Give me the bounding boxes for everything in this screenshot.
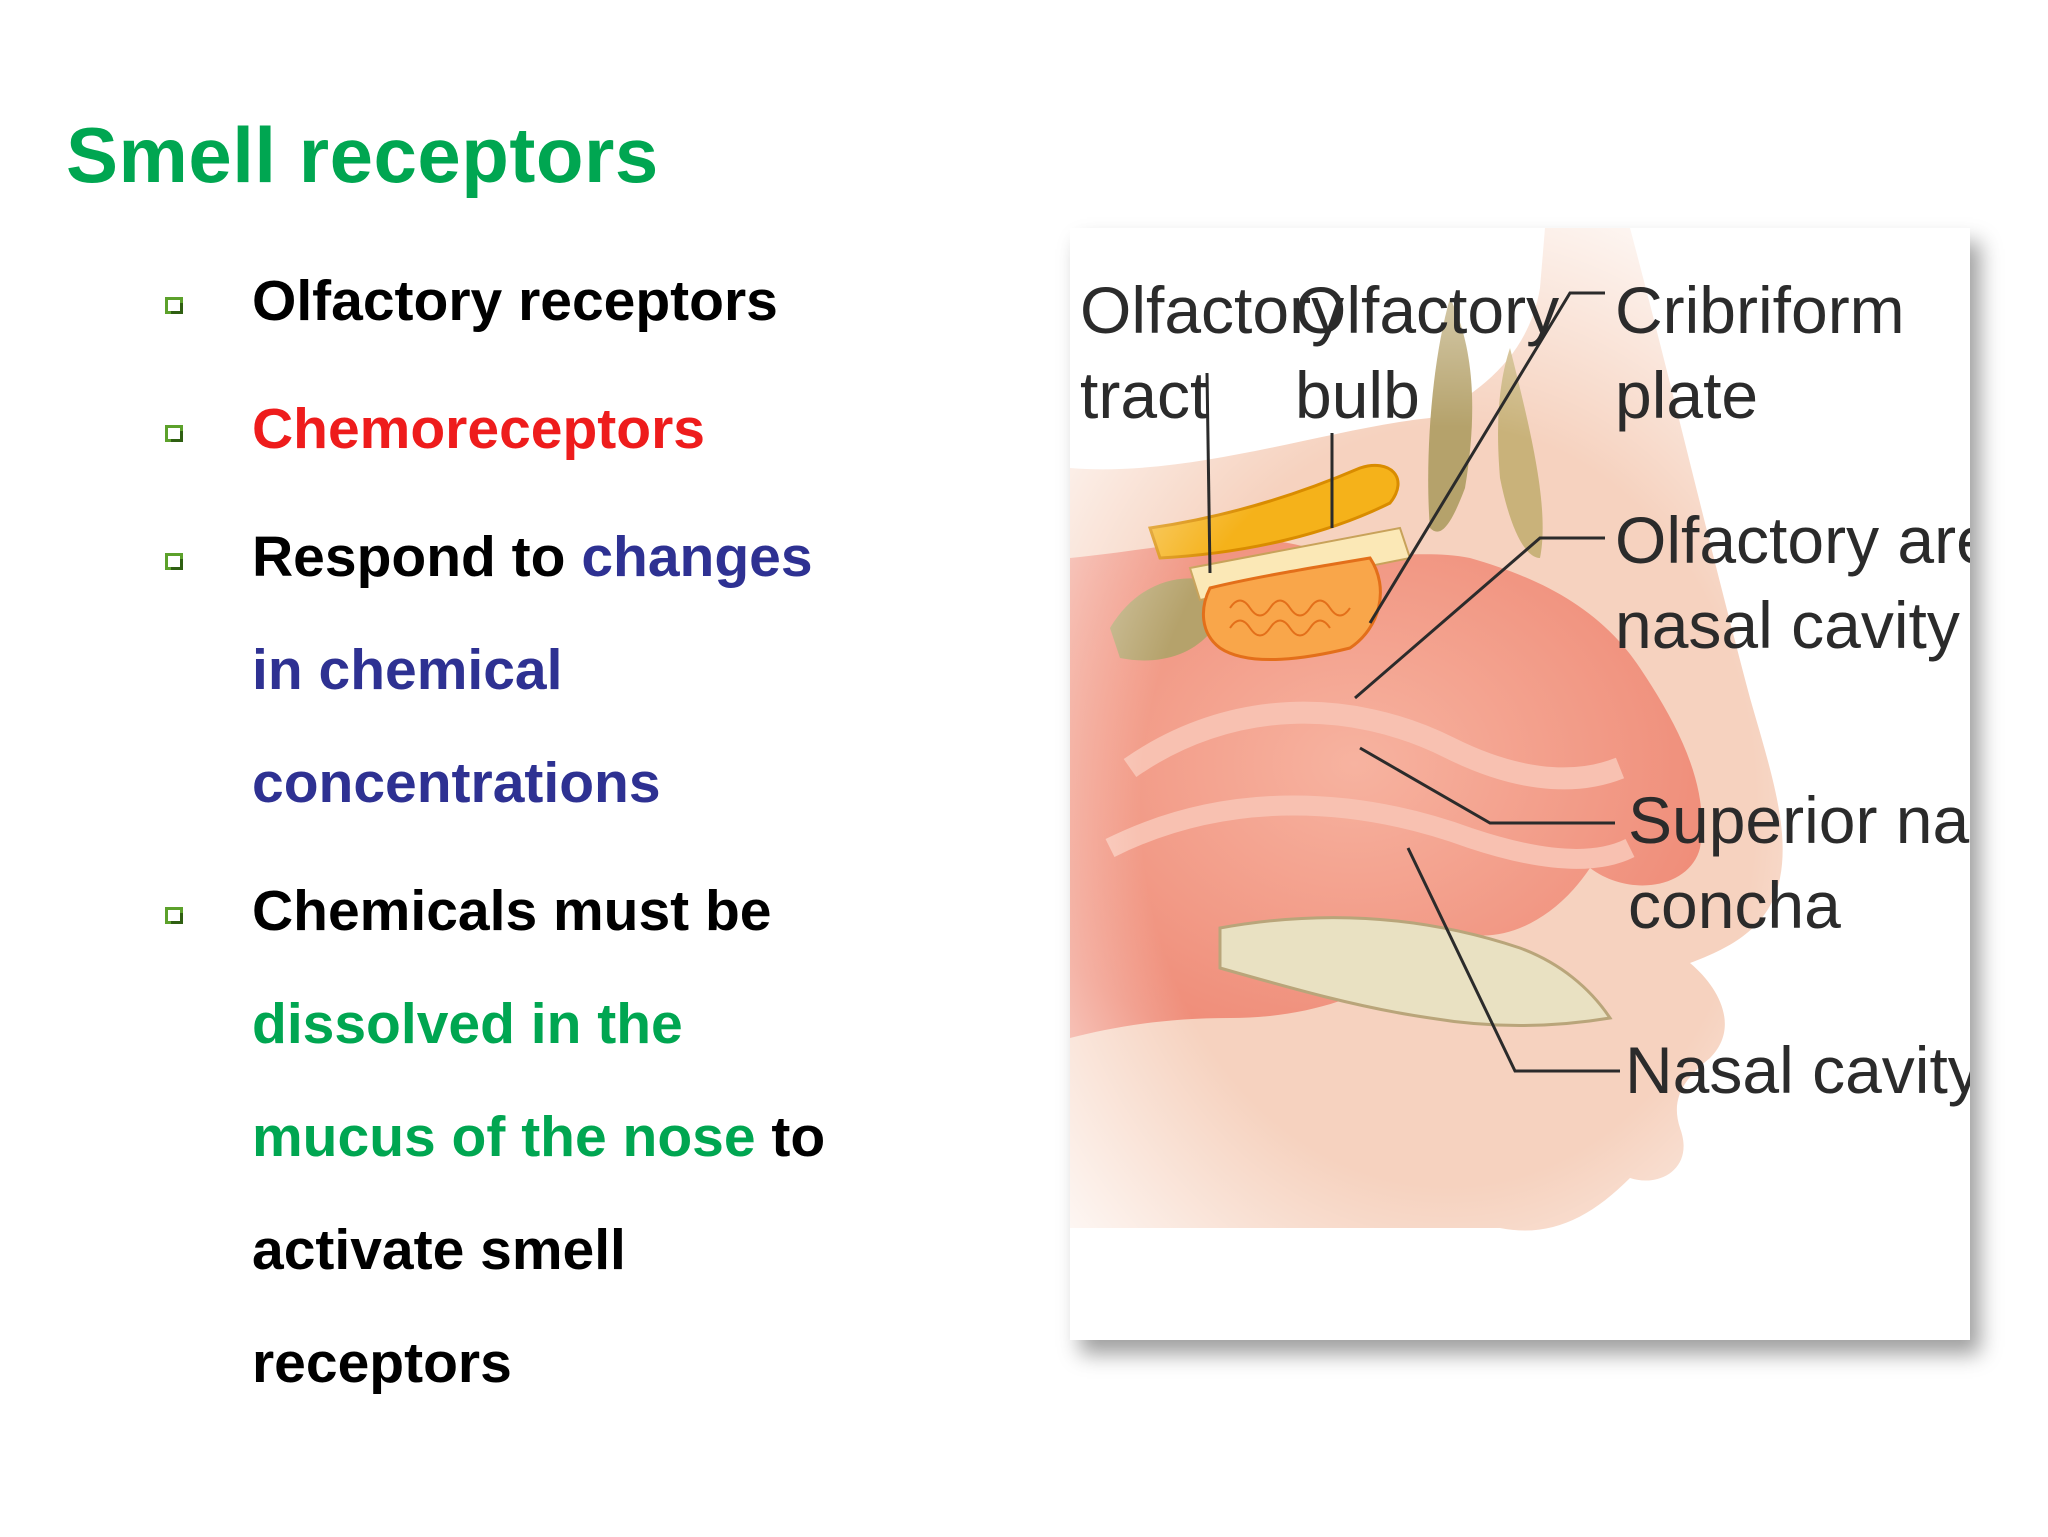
bullet-respond-to-changes: Respond to changes in chemical concentra… [165,501,925,840]
leader-lines [1205,291,1620,1073]
label-superior-concha-line2: concha [1628,868,1841,942]
bullet-text: Chemoreceptors [252,397,705,461]
leader-nasal-cavity [1406,847,1620,1073]
bullet-text: receptors [252,1331,512,1395]
checkbox-bullet-icon [165,425,183,442]
bullet-text: to [755,1105,826,1169]
bullet-highlight: concentrations [252,751,661,815]
label-superior-concha-line1: Superior nasal [1628,783,1970,857]
bullet-highlight: changes [581,525,813,589]
bullet-olfactory-receptors: Olfactory receptors [165,245,925,358]
checkbox-bullet-icon [165,553,183,570]
label-olfactory-tract-line1: Olfactory [1080,273,1344,347]
bullet-highlight: mucus of the nose [252,1105,756,1169]
bullet-list: Olfactory receptors Chemoreceptors Respo… [165,245,925,1420]
nasal-anatomy-figure: Olfactory tract Olfactory bulb Cribrifor… [1070,228,2000,1376]
bullet-text: activate smell [252,1218,626,1282]
label-olfactory-bulb-line1: Olfactory [1295,273,1559,347]
label-cribriform-line1: Cribriform [1615,273,1905,347]
bullet-chemicals-dissolved: Chemicals must be dissolved in the mucus… [165,855,925,1420]
vignette-fade [1070,228,1970,1340]
leader-cribriform-plate [1368,291,1605,624]
leader-olfactory-area [1354,536,1605,700]
label-olfactory-area-line1: Olfactory area of [1615,503,1970,577]
label-olfactory-bulb-line2: bulb [1295,358,1420,432]
bullet-highlight: in chemical [252,638,563,702]
slide-title: Smell receptors [66,111,659,199]
bullet-chemoreceptors: Chemoreceptors [165,373,925,486]
bullet-text: Chemicals must be [252,879,772,943]
figure-card: Olfactory tract Olfactory bulb Cribrifor… [1070,228,1970,1340]
label-olfactory-area-line2: nasal cavity [1615,588,1960,662]
label-nasal-cavity: Nasal cavity [1625,1033,1970,1107]
bullet-text: Respond to [252,525,582,589]
bullet-text: Olfactory receptors [252,269,778,333]
leader-olfactory-tract [1205,372,1212,574]
label-cribriform-line2: plate [1615,358,1758,432]
bullet-highlight: dissolved in the [252,992,683,1056]
nasal-anatomy-illustration: Olfactory tract Olfactory bulb Cribrifor… [1070,228,1970,1340]
label-olfactory-tract-line2: tract [1080,358,1208,432]
checkbox-bullet-icon [165,907,183,924]
checkbox-bullet-icon [165,297,183,314]
leader-superior-concha [1359,746,1615,825]
